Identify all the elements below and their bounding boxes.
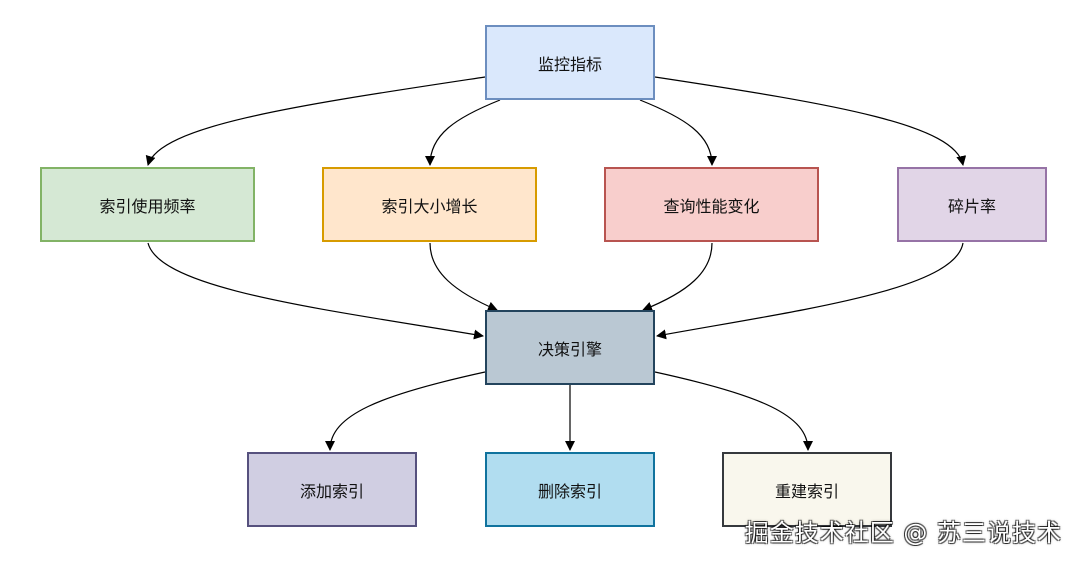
node-index-usage-frequency: 索引使用频率 bbox=[40, 167, 255, 242]
edge-monitor-usage bbox=[145, 76, 486, 166]
node-fragmentation-rate: 碎片率 bbox=[897, 167, 1047, 242]
node-remove-index-label: 删除索引 bbox=[537, 481, 602, 501]
node-add-index-label: 添加索引 bbox=[299, 481, 364, 501]
node-decision-engine: 决策引擎 bbox=[485, 310, 655, 385]
node-index-size-growth-label: 索引大小增长 bbox=[381, 196, 478, 216]
watermark-text: 掘金技术社区 @ 苏三说技术 bbox=[744, 519, 1062, 547]
node-rebuild-index: 重建索引 bbox=[722, 452, 892, 527]
node-index-usage-frequency-label: 索引使用频率 bbox=[99, 196, 196, 216]
node-decision-engine-label: 决策引擎 bbox=[537, 339, 602, 359]
node-remove-index: 删除索引 bbox=[485, 452, 655, 527]
edge-engine-rebuild bbox=[654, 371, 813, 451]
edge-engine-add bbox=[325, 371, 486, 451]
edge-growth-engine bbox=[429, 242, 498, 312]
node-rebuild-index-label: 重建索引 bbox=[774, 481, 839, 501]
node-query-performance-change-label: 查询性能变化 bbox=[663, 196, 760, 216]
node-index-size-growth: 索引大小增长 bbox=[322, 167, 537, 242]
node-fragmentation-rate-label: 碎片率 bbox=[947, 196, 996, 216]
node-add-index: 添加索引 bbox=[247, 452, 417, 527]
edge-usage-engine bbox=[147, 242, 484, 340]
edge-frag-engine bbox=[656, 242, 964, 340]
edge-monitor-growth bbox=[425, 99, 501, 166]
node-monitor-metrics-label: 监控指标 bbox=[537, 54, 602, 74]
edge-monitor-frag bbox=[654, 76, 967, 166]
edge-monitor-perf bbox=[639, 99, 717, 166]
node-query-performance-change: 查询性能变化 bbox=[604, 167, 819, 242]
edge-perf-engine bbox=[642, 242, 713, 312]
node-monitor-metrics: 监控指标 bbox=[485, 25, 655, 100]
